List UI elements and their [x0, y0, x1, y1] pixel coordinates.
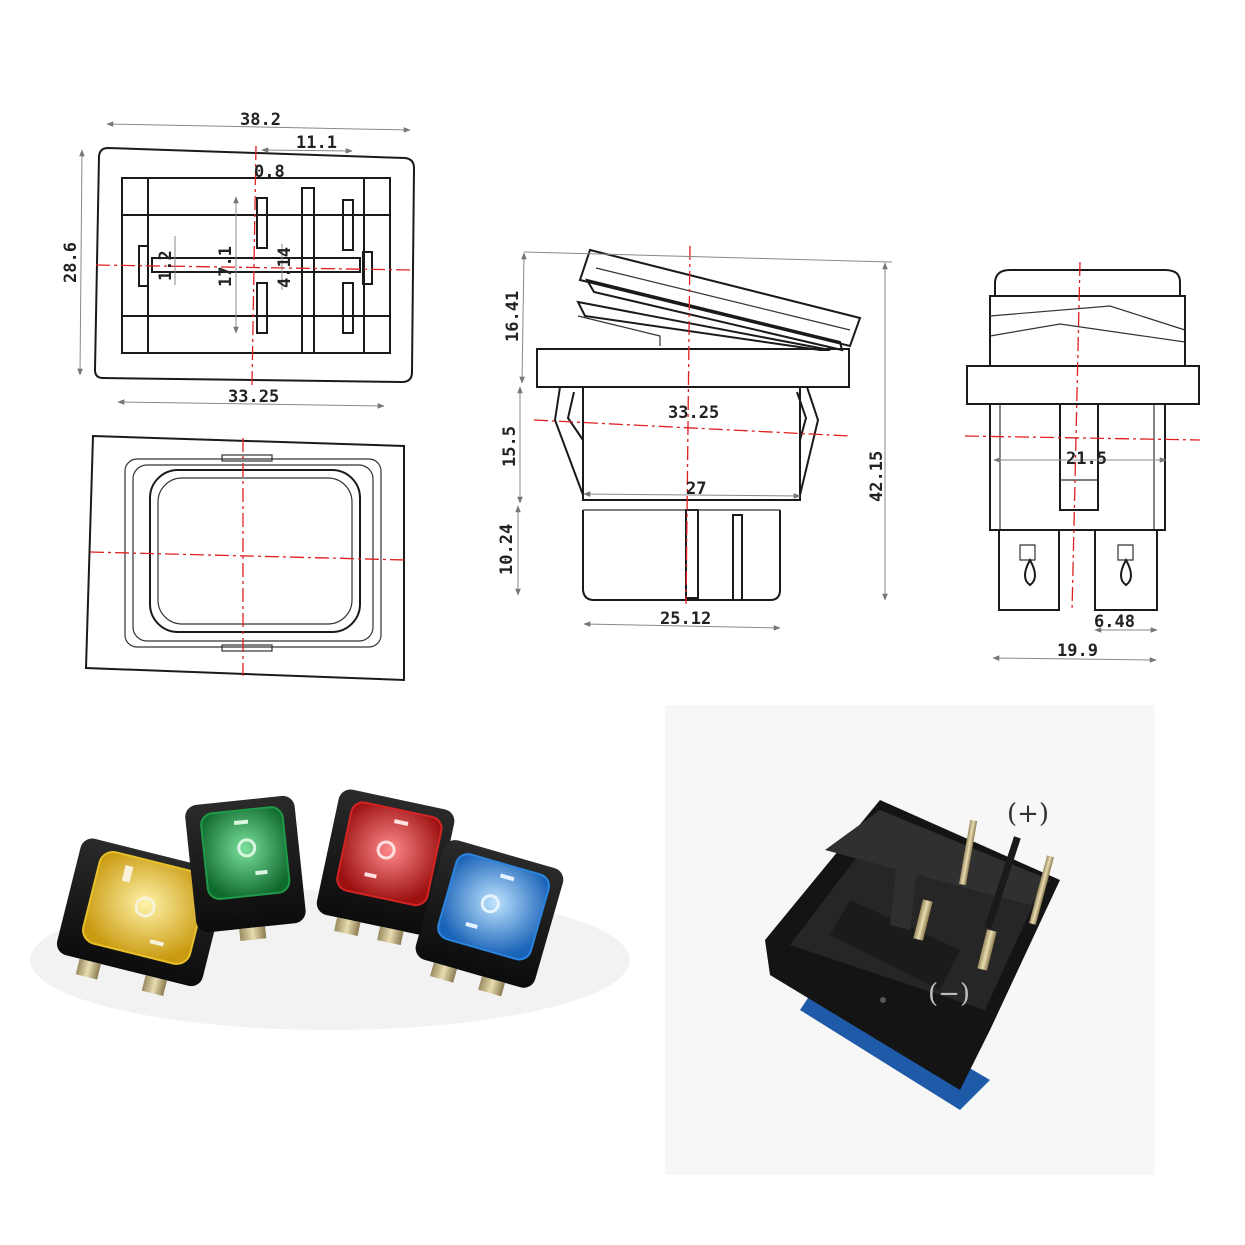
dim-body-width: 33.25 — [668, 403, 719, 423]
positive-terminal-label: (+) — [1007, 799, 1049, 829]
switch-yellow — [56, 838, 227, 996]
dim-terminal-span: 21.5 — [1066, 449, 1107, 469]
dim-body-height: 15.5 — [500, 426, 520, 467]
dim-end-base-width: 19.9 — [1057, 641, 1098, 661]
dim-terminal-height: 10.24 — [497, 524, 517, 575]
dim-pin-offset: 11.1 — [296, 133, 337, 153]
switch-blue — [415, 840, 564, 997]
top-view-drawing: 38.2 11.1 0.8 28.6 1.2 17.1 4.14 33.25 — [61, 110, 416, 409]
dim-rocker-height: 16.41 — [503, 291, 523, 342]
switch-back-photo: (+) (−) — [665, 705, 1155, 1175]
dim-width: 38.2 — [240, 110, 281, 130]
switch-green — [185, 795, 306, 942]
terminal-pins — [913, 819, 1054, 971]
front-view-drawing — [84, 434, 407, 682]
dim-inner-width: 27 — [686, 479, 706, 499]
dim-base-width: 33.25 — [228, 387, 279, 407]
dim-pin-gap: 0.8 — [254, 162, 285, 182]
dim-height: 28.6 — [61, 242, 81, 283]
colored-switches-photo — [30, 789, 630, 1030]
dim-bottom-width: 25.12 — [660, 609, 711, 629]
dim-pin-width: 1.2 — [156, 250, 176, 281]
dim-pin-pitch: 4.14 — [275, 247, 295, 288]
dim-pin-span: 17.1 — [216, 246, 236, 287]
switch-red — [316, 789, 455, 946]
dim-total-height: 42.15 — [867, 451, 887, 502]
dim-terminal-width: 6.48 — [1094, 612, 1135, 632]
negative-terminal-label: (−) — [928, 979, 970, 1009]
side-view-drawing: 16.41 33.25 15.5 27 42.15 10.24 25.12 — [497, 245, 893, 631]
end-view-drawing: 21.5 6.48 19.9 — [964, 261, 1201, 663]
